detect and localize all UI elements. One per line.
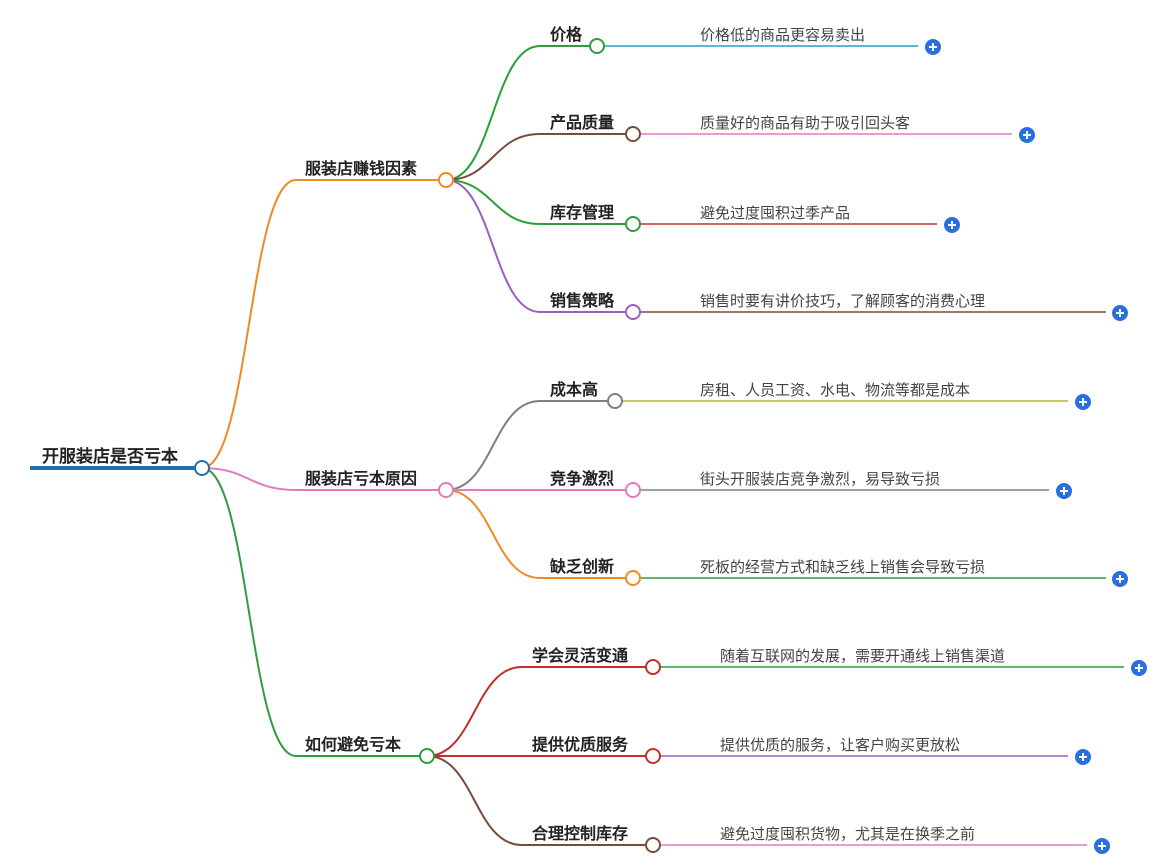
detail-label: 避免过度囤积过季产品 <box>700 204 850 222</box>
expand-plus-icon[interactable] <box>1112 571 1128 587</box>
subtopic-label: 价格 <box>550 25 583 44</box>
subtopic-label: 提供优质服务 <box>532 735 629 754</box>
subtopic-label: 学会灵活变通 <box>532 646 628 665</box>
subtopic-edge <box>445 133 541 181</box>
root-collapse-toggle[interactable] <box>194 460 210 476</box>
detail-label: 提供优质的服务，让客户购买更放松 <box>720 736 960 754</box>
expand-plus-icon[interactable] <box>1094 838 1110 854</box>
branch-topic-label: 服装店赚钱因素 <box>305 159 417 178</box>
root-topic-label: 开服装店是否亏本 <box>42 446 178 467</box>
expand-plus-icon[interactable] <box>1075 749 1091 765</box>
detail-label: 销售时要有讲价技巧，了解顾客的消费心理 <box>700 292 985 310</box>
detail-label: 房租、人员工资、水电、物流等都是成本 <box>700 381 970 399</box>
detail-label: 价格低的商品更容易卖出 <box>700 26 865 44</box>
subtopic-edge <box>445 179 541 313</box>
root-branch-edge <box>201 467 297 757</box>
branch-topic-label: 服装店亏本原因 <box>305 469 417 488</box>
root-branch-edge <box>201 179 297 469</box>
subtopic-collapse-toggle[interactable] <box>645 659 661 675</box>
subtopic-collapse-toggle[interactable] <box>625 570 641 586</box>
detail-label: 随着互联网的发展，需要开通线上销售渠道 <box>720 647 1005 665</box>
expand-plus-icon[interactable] <box>925 39 941 55</box>
branch-collapse-toggle[interactable] <box>419 748 435 764</box>
branch-topic-label: 如何避免亏本 <box>305 735 401 754</box>
subtopic-collapse-toggle[interactable] <box>607 393 623 409</box>
subtopic-collapse-toggle[interactable] <box>625 126 641 142</box>
subtopic-label: 产品质量 <box>550 113 614 132</box>
subtopic-edge <box>445 179 541 225</box>
expand-plus-icon[interactable] <box>1019 127 1035 143</box>
detail-label: 死板的经营方式和缺乏线上销售会导致亏损 <box>700 558 985 576</box>
detail-label: 街头开服装店竞争激烈，易导致亏损 <box>700 470 940 488</box>
subtopic-collapse-toggle[interactable] <box>625 304 641 320</box>
expand-plus-icon[interactable] <box>1131 660 1147 676</box>
subtopic-edge <box>426 666 523 757</box>
subtopic-label: 合理控制库存 <box>532 824 628 843</box>
root-branch-edge <box>201 467 297 491</box>
subtopic-edge <box>445 45 541 181</box>
detail-label: 质量好的商品有助于吸引回头客 <box>700 114 910 132</box>
subtopic-label: 成本高 <box>550 380 598 399</box>
subtopic-edge <box>445 400 541 491</box>
subtopic-edge <box>426 755 523 846</box>
expand-plus-icon[interactable] <box>1056 483 1072 499</box>
subtopic-collapse-toggle[interactable] <box>625 482 641 498</box>
subtopic-collapse-toggle[interactable] <box>589 38 605 54</box>
subtopic-collapse-toggle[interactable] <box>645 837 661 853</box>
subtopic-collapse-toggle[interactable] <box>645 748 661 764</box>
subtopic-collapse-toggle[interactable] <box>625 216 641 232</box>
subtopic-edge <box>445 489 541 579</box>
subtopic-label: 销售策略 <box>550 291 615 310</box>
branch-collapse-toggle[interactable] <box>438 482 454 498</box>
branch-collapse-toggle[interactable] <box>438 172 454 188</box>
expand-plus-icon[interactable] <box>944 217 960 233</box>
expand-plus-icon[interactable] <box>1075 394 1091 410</box>
detail-label: 避免过度囤积货物，尤其是在换季之前 <box>720 825 975 843</box>
subtopic-label: 竞争激烈 <box>550 469 614 488</box>
subtopic-label: 缺乏创新 <box>550 557 614 576</box>
subtopic-label: 库存管理 <box>550 203 614 222</box>
expand-plus-icon[interactable] <box>1112 305 1128 321</box>
